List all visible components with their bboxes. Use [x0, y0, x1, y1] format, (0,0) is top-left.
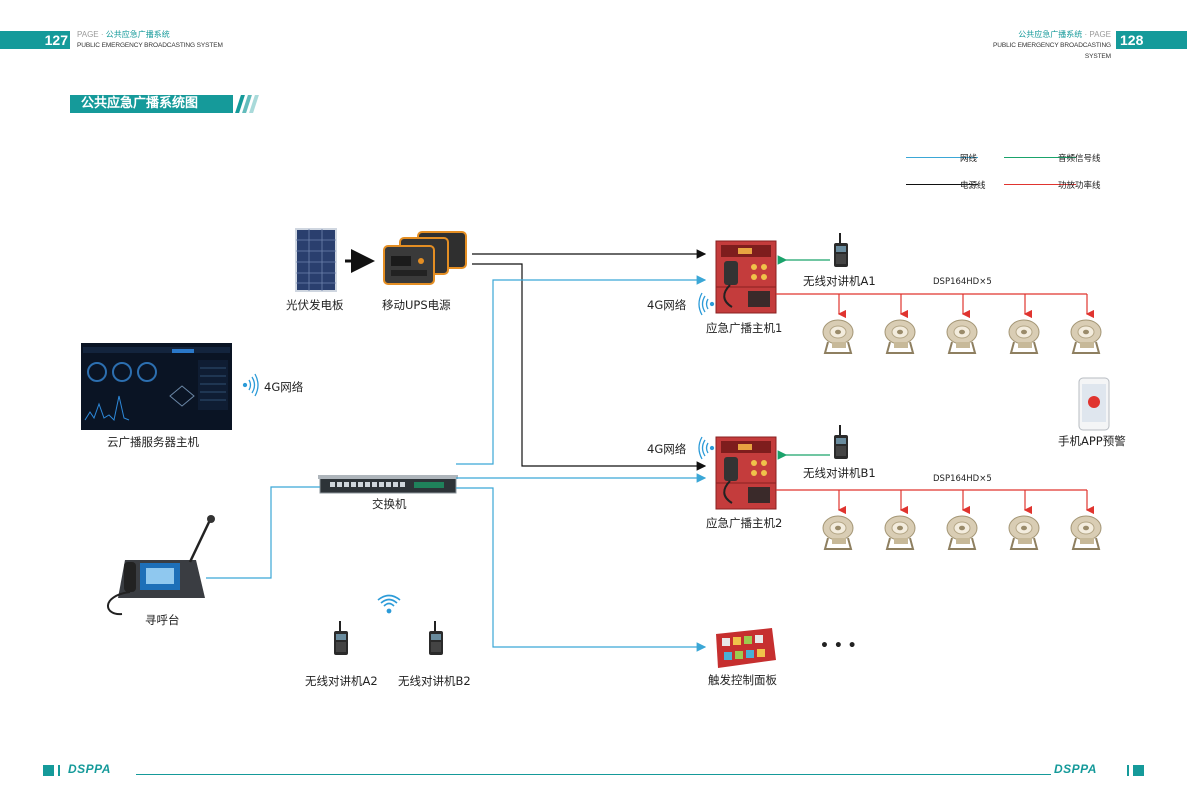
cloud-server-label: 云广播服务器主机	[107, 435, 199, 449]
broadcast-host-icon	[715, 240, 777, 314]
walkie-talkie-icon	[334, 621, 348, 655]
host1-label: 应急广播主机1	[706, 321, 783, 335]
left-page-number: 127	[0, 31, 70, 49]
horn-speaker-icon	[822, 319, 854, 354]
network-lines	[206, 275, 707, 652]
amp-lines-row2	[776, 489, 1095, 515]
dsp-row1-label: DSP164HD×5	[933, 277, 992, 287]
host2-label: 应急广播主机2	[706, 516, 783, 530]
amp-lines-row1	[776, 293, 1095, 319]
broadcast-host-icon	[715, 436, 777, 510]
header-left: PAGE · 公共应急广播系统 PUBLIC EMERGENCY BROADCA…	[77, 30, 223, 49]
wifi-signal-icon	[698, 292, 715, 316]
solar-panel-icon	[295, 228, 337, 292]
horn-speaker-icon	[1070, 515, 1102, 550]
right-page-number: 128	[1116, 31, 1187, 49]
footer-block-left	[43, 765, 54, 776]
walkie-a2-label: 无线对讲机A2	[305, 674, 378, 688]
dsppa-logo-right: DSPPA	[1054, 762, 1097, 776]
legend-amp-label: 功放功率线	[1058, 181, 1101, 191]
wifi-signal-icon	[698, 436, 715, 460]
network-switch-icon	[318, 475, 458, 494]
legend-audio-label: 音频信号线	[1058, 154, 1101, 164]
dsppa-logo-left: DSPPA	[68, 762, 111, 776]
paging-console-label: 寻呼台	[145, 613, 180, 627]
walkie-talkie-icon	[834, 233, 848, 267]
horn-speaker-icon	[822, 515, 854, 550]
header-right: 公共应急广播系统 · PAGE PUBLIC EMERGENCY BROADCA…	[993, 30, 1111, 60]
footer-divider	[136, 774, 1051, 775]
walkie-b2-label: 无线对讲机B2	[398, 674, 471, 688]
legend-power-label: 电源线	[960, 181, 986, 191]
paging-console-icon	[107, 515, 215, 616]
host2-4g-label: 4G网络	[647, 442, 687, 456]
server-4g-label: 4G网络	[264, 380, 304, 394]
solar-panel-label: 光伏发电板	[286, 298, 344, 312]
horn-speaker-icon	[1008, 319, 1040, 354]
legend-power-line	[906, 184, 978, 185]
legend-network-label: 网线	[960, 154, 978, 164]
switch-label: 交换机	[372, 497, 407, 511]
horn-speaker-icon	[1008, 515, 1040, 550]
trigger-panel-label: 触发控制面板	[708, 673, 777, 687]
footer-block-right	[1133, 765, 1144, 776]
walkie-talkie-icon	[429, 621, 443, 655]
dsp-row2-label: DSP164HD×5	[933, 474, 992, 484]
horn-speaker-icon	[946, 515, 978, 550]
horn-speaker-icon	[884, 515, 916, 550]
footer-bar-right	[1127, 765, 1129, 776]
host1-4g-label: 4G网络	[647, 298, 687, 312]
legend-audio-line	[1004, 157, 1076, 158]
ups-battery-icon	[383, 231, 467, 285]
more-devices-ellipsis: • • •	[820, 638, 857, 654]
section-title: 公共应急广播系统图	[70, 95, 233, 113]
power-lines	[472, 249, 707, 471]
walkie-a1-label: 无线对讲机A1	[803, 274, 876, 288]
walkie-talkie-icon	[834, 425, 848, 459]
trigger-panel-icon	[716, 628, 776, 668]
legend-amp-line	[1004, 184, 1076, 185]
smartphone-icon	[1078, 377, 1110, 431]
mobile-app-label: 手机APP预警	[1058, 434, 1126, 448]
horn-speaker-icon	[946, 319, 978, 354]
horn-speaker-icon	[1070, 319, 1102, 354]
footer-bar-left	[58, 765, 60, 776]
horn-speaker-icon	[884, 319, 916, 354]
server-dashboard-icon	[81, 343, 232, 430]
wifi-signal-icon	[242, 373, 259, 397]
wifi-signal-icon	[377, 594, 401, 614]
legend-network-line	[906, 157, 978, 158]
walkie-b1-label: 无线对讲机B1	[803, 466, 876, 480]
ups-label: 移动UPS电源	[382, 298, 451, 312]
